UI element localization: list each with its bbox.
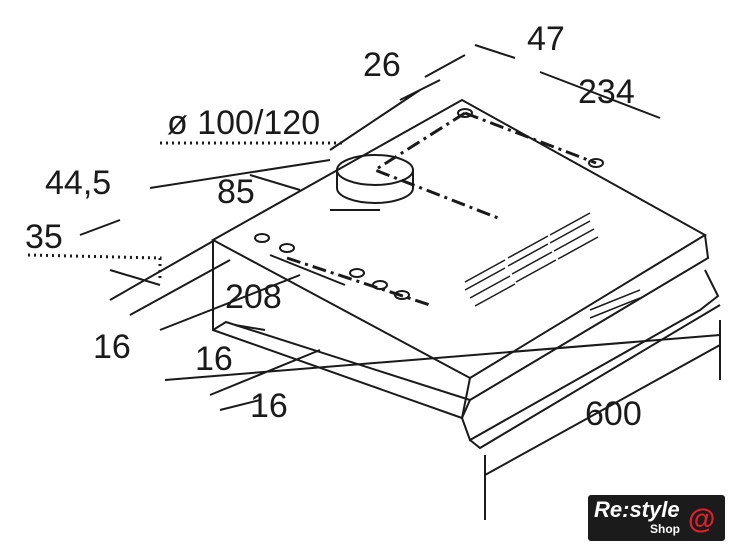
dim-duct-diameter: ø 100/120 xyxy=(167,104,320,142)
dim-47: 47 xyxy=(527,20,565,58)
dim-16-b: 16 xyxy=(195,340,233,378)
dim-35: 35 xyxy=(25,218,63,256)
dim-16-a: 16 xyxy=(93,328,131,366)
dim-208: 208 xyxy=(225,278,282,316)
duct-collar xyxy=(336,154,414,204)
restyle-shop-logo: Re:style Shop @ xyxy=(588,495,725,541)
dim-234: 234 xyxy=(578,73,635,111)
logo-subtext: Shop xyxy=(650,522,680,536)
dimension-lines xyxy=(79,44,721,520)
dim-600: 600 xyxy=(585,395,642,433)
dim-85: 85 xyxy=(217,173,255,211)
at-cart-icon: @ xyxy=(688,503,716,534)
dim-44-5: 44,5 xyxy=(45,164,111,202)
logo-text: Re:style xyxy=(594,497,680,522)
hood-body xyxy=(210,98,721,450)
dim-26: 26 xyxy=(363,46,401,84)
dim-16-c: 16 xyxy=(250,387,288,425)
vent-grille xyxy=(464,212,599,307)
